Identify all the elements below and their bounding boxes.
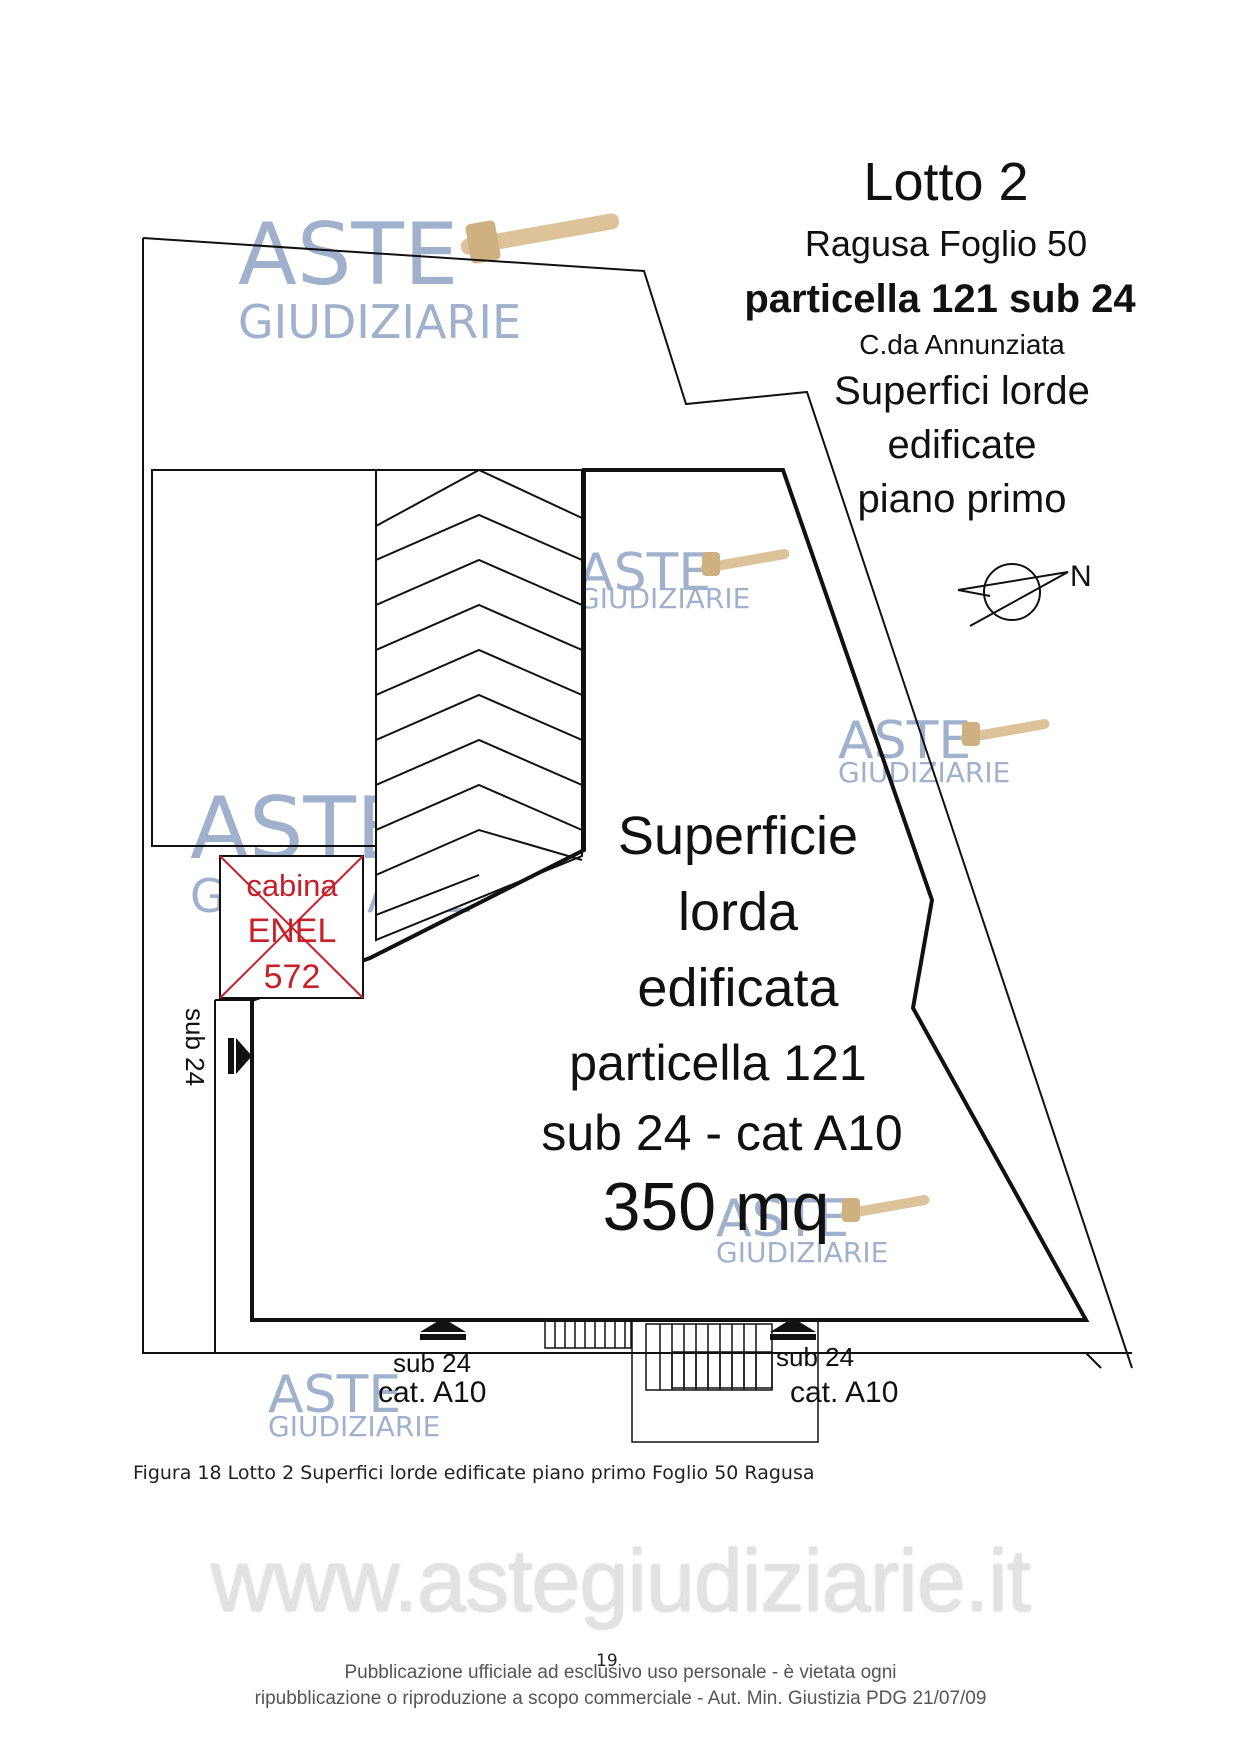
- north-label: N: [1070, 560, 1092, 593]
- gavel-icon: [460, 213, 620, 264]
- watermark-right: ASTE GIUDIZIARIE: [838, 711, 1050, 789]
- area-line3: edificata: [637, 958, 839, 1018]
- figure-caption: Figura 18 Lotto 2 Superfici lorde edific…: [133, 1462, 815, 1484]
- enel-label: ENEL: [248, 912, 337, 950]
- svg-text:GIUDIZIARIE: GIUDIZIARIE: [716, 1236, 888, 1269]
- entrance-left-sub: sub 24: [393, 1348, 471, 1378]
- ramp-chevrons: [375, 468, 583, 916]
- entrance-marker-left-icon: [420, 1318, 466, 1340]
- svg-text:GIUDIZIARIE: GIUDIZIARIE: [268, 1410, 440, 1443]
- svg-text:GIUDIZIARIE: GIUDIZIARIE: [838, 756, 1010, 789]
- svg-text:ASTE: ASTE: [838, 711, 971, 771]
- ramp: [375, 469, 583, 942]
- entrance-arrow-icon: [228, 1038, 252, 1074]
- cabina-enel: cabina ENEL 572: [219, 855, 364, 999]
- footer-watermark-url: www.astegiudiziarie.it: [210, 1531, 1031, 1630]
- entrance-right-cat: cat. A10: [790, 1376, 898, 1409]
- svg-text:ASTE: ASTE: [578, 543, 711, 603]
- stairs-left: [544, 1319, 632, 1349]
- svg-text:GIUDIZIARIE: GIUDIZIARIE: [238, 295, 521, 349]
- lot-boundary-top: [142, 237, 1133, 1369]
- entrance-right-sub: sub 24: [776, 1342, 854, 1372]
- area-line1: Superficie: [618, 806, 858, 866]
- entrance-marker-right-icon: [770, 1318, 816, 1340]
- north-arrow-icon: [957, 563, 1069, 627]
- location-label: Ragusa Foglio 50: [805, 223, 1087, 264]
- svg-text:ASTE: ASTE: [238, 205, 458, 305]
- watermark-center-upper: ASTE GIUDIZIARIE: [578, 543, 790, 615]
- watermark-bottom-left: ASTE GIUDIZIARIE: [268, 1365, 440, 1443]
- subtitle-line2: edificate: [888, 423, 1037, 467]
- svg-text:GIUDIZIARIE: GIUDIZIARIE: [578, 582, 750, 615]
- page-number: 19: [596, 1651, 618, 1671]
- lotto-title: Lotto 2: [863, 152, 1028, 212]
- side-label-sub24: sub 24: [180, 1008, 210, 1086]
- svg-text:ASTE: ASTE: [716, 1189, 849, 1249]
- cabina-label: cabina: [246, 868, 338, 903]
- stairs-right: [631, 1319, 819, 1443]
- area-line5: sub 24 - cat A10: [541, 1105, 902, 1161]
- area-line4: particella 121: [569, 1035, 866, 1091]
- watermark-top-left: ASTE GIUDIZIARIE: [238, 205, 620, 349]
- entrance-left-cat: cat. A10: [378, 1376, 486, 1409]
- area-value: 350 mq: [603, 1169, 830, 1245]
- subtitle-line3: piano primo: [857, 477, 1066, 521]
- disclaimer-line2: ripubblicazione o riproduzione a scopo c…: [254, 1688, 987, 1709]
- disclaimer-line1: Pubblicazione ufficiale ad esclusivo uso…: [344, 1662, 897, 1683]
- svg-text:ASTE: ASTE: [268, 1365, 401, 1425]
- parcel-label: particella 121 sub 24: [744, 277, 1136, 321]
- area-line2: lorda: [678, 882, 799, 942]
- subtitle-line1: Superfici lorde: [834, 369, 1090, 413]
- lot-boundary: [142, 238, 1132, 1354]
- cabina-number: 572: [264, 958, 321, 996]
- contrada-label: C.da Annunziata: [859, 329, 1065, 360]
- watermark-bottom-center: ASTE GIUDIZIARIE: [716, 1189, 930, 1269]
